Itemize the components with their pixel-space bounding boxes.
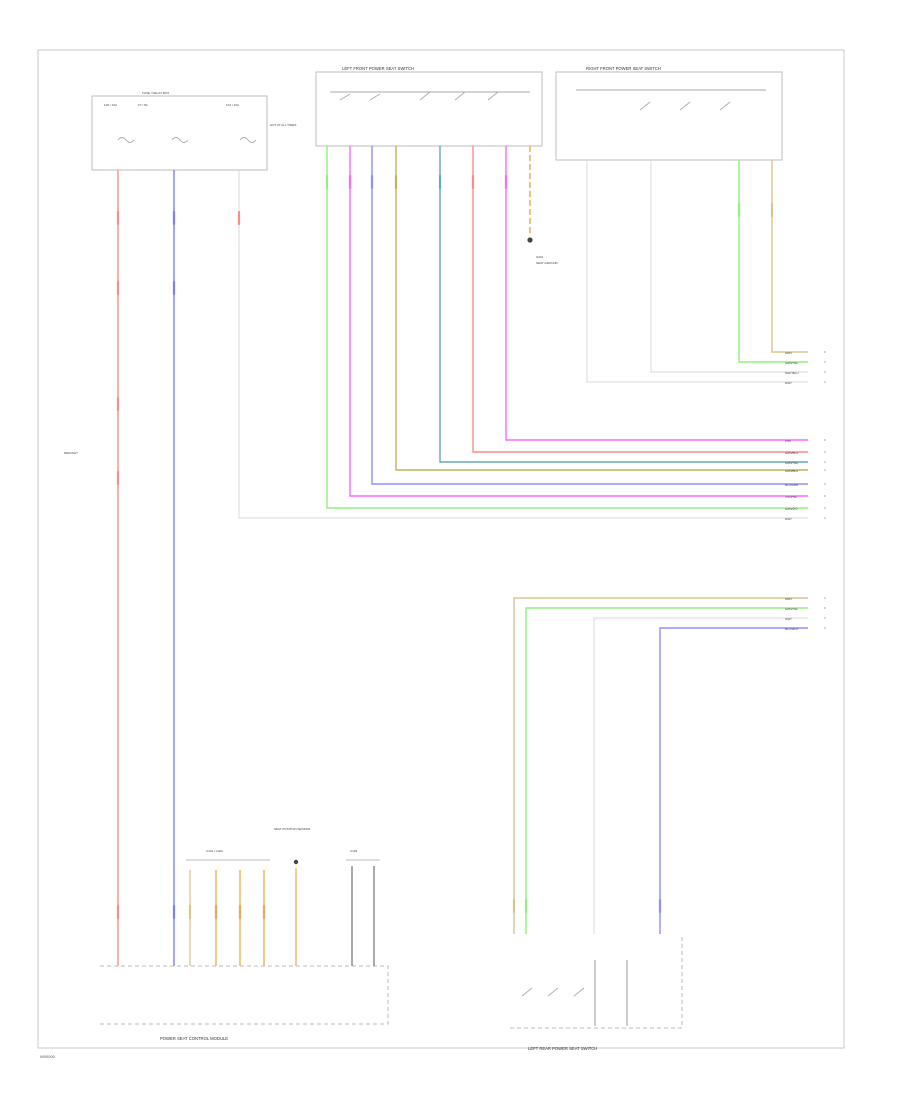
splice-label: G201 bbox=[536, 255, 544, 259]
diagram-frame bbox=[37, 49, 845, 1049]
connector-marks bbox=[116, 174, 774, 920]
connector-group-c-label: C403 bbox=[350, 849, 358, 853]
fuse-label-c: F12 / 15A bbox=[226, 103, 239, 107]
middle-wire-label: VIO/PNK bbox=[785, 495, 797, 499]
upper-right-wire-label: GRN/YEL bbox=[785, 361, 799, 365]
splice-note: SEAT GROUND bbox=[536, 261, 559, 265]
middle-wire-label: BLU/GRN bbox=[785, 483, 798, 487]
upper-right-wire-label: WHT bbox=[785, 381, 792, 385]
fuse-element-b bbox=[171, 137, 189, 143]
wire-green-lr bbox=[525, 607, 808, 934]
left-rear-seat-switch: LEFT REAR POWER SEAT SWITCH bbox=[510, 934, 683, 1051]
fuse-label-a: F20 / 10A bbox=[104, 103, 117, 107]
wire-group bbox=[117, 146, 808, 966]
wire-white-to-module bbox=[238, 170, 808, 519]
wire-violet-lr bbox=[659, 627, 808, 934]
fuse-junction-label: FUSE / RELAY BOX bbox=[142, 91, 169, 95]
wire-olive-lf bbox=[395, 146, 808, 471]
splice-dot bbox=[527, 237, 533, 243]
wire-white-rf-b bbox=[650, 160, 808, 373]
fuse-element-a bbox=[117, 137, 135, 143]
rf-switch-title: RIGHT FRONT POWER SEAT SWITCH bbox=[586, 66, 661, 71]
module-title: POWER SEAT CONTROL MODULE bbox=[160, 1036, 228, 1041]
fuse-box: F20 / 10A F7 / 5A F12 / 15A FUSE / RELAY… bbox=[91, 91, 296, 171]
terminal-ticks bbox=[824, 351, 826, 629]
seat-control-module: POWER SEAT CONTROL MODULE bbox=[100, 965, 389, 1041]
left-wire-label: RED/WHT bbox=[64, 451, 78, 455]
middle-wire-label: GRN/YEL bbox=[785, 461, 799, 465]
fuse-element-c bbox=[239, 137, 257, 143]
upper-right-wire-label: WHT/BLU bbox=[785, 371, 799, 375]
right-front-seat-switch: RIGHT FRONT POWER SEAT SWITCH bbox=[555, 66, 783, 161]
wire-tan-lr bbox=[513, 597, 808, 934]
left-front-seat-switch: LEFT FRONT POWER SEAT SWITCH bbox=[315, 66, 543, 147]
diagram-labels: W00000 RED/WHT G201 SEAT GROUND C401 / C… bbox=[40, 255, 799, 1059]
wire-pink-lf bbox=[505, 146, 808, 441]
sensor-dot bbox=[293, 859, 299, 865]
middle-wire-label: GRN/BLU bbox=[785, 451, 798, 455]
lower-right-wire-label: BLU/WHT bbox=[785, 627, 799, 631]
wire-white-rf-a bbox=[586, 160, 808, 383]
lower-right-wire-label: GRN/YEL bbox=[785, 607, 799, 611]
fuse-note-label: HOT AT ALL TIMES bbox=[270, 123, 296, 127]
upper-right-wire-label: GRN bbox=[785, 351, 792, 355]
middle-wire-label: WHT bbox=[785, 517, 792, 521]
wire-violet-lf bbox=[371, 146, 808, 485]
wire-green-lf bbox=[326, 146, 808, 509]
connector-group-a-label: C401 / C402 bbox=[206, 849, 223, 853]
lf-switch-title: LEFT FRONT POWER SEAT SWITCH bbox=[342, 66, 414, 71]
fuse-label-b: F7 / 5A bbox=[138, 103, 148, 107]
middle-wire-label: PNK bbox=[785, 439, 791, 443]
wire-white-lr bbox=[593, 617, 808, 934]
lr-switch-title: LEFT REAR POWER SEAT SWITCH bbox=[528, 1046, 597, 1051]
wire-green-rf bbox=[738, 160, 808, 363]
lower-right-wire-label: WHT bbox=[785, 617, 792, 621]
wire-teal-lf bbox=[439, 146, 808, 463]
wire-tan-rf bbox=[771, 160, 808, 353]
lower-right-wire-label: GRN bbox=[785, 597, 792, 601]
connector-group-b-label: SEAT POSITION SENSOR bbox=[274, 827, 311, 831]
wire-magenta-lf bbox=[349, 146, 808, 497]
page-stamp: W00000 bbox=[40, 1054, 56, 1059]
middle-wire-label: GRN/VIO bbox=[785, 507, 798, 511]
middle-wire-label: GRN/BLU bbox=[785, 469, 798, 473]
wire-red-lf bbox=[472, 146, 808, 453]
